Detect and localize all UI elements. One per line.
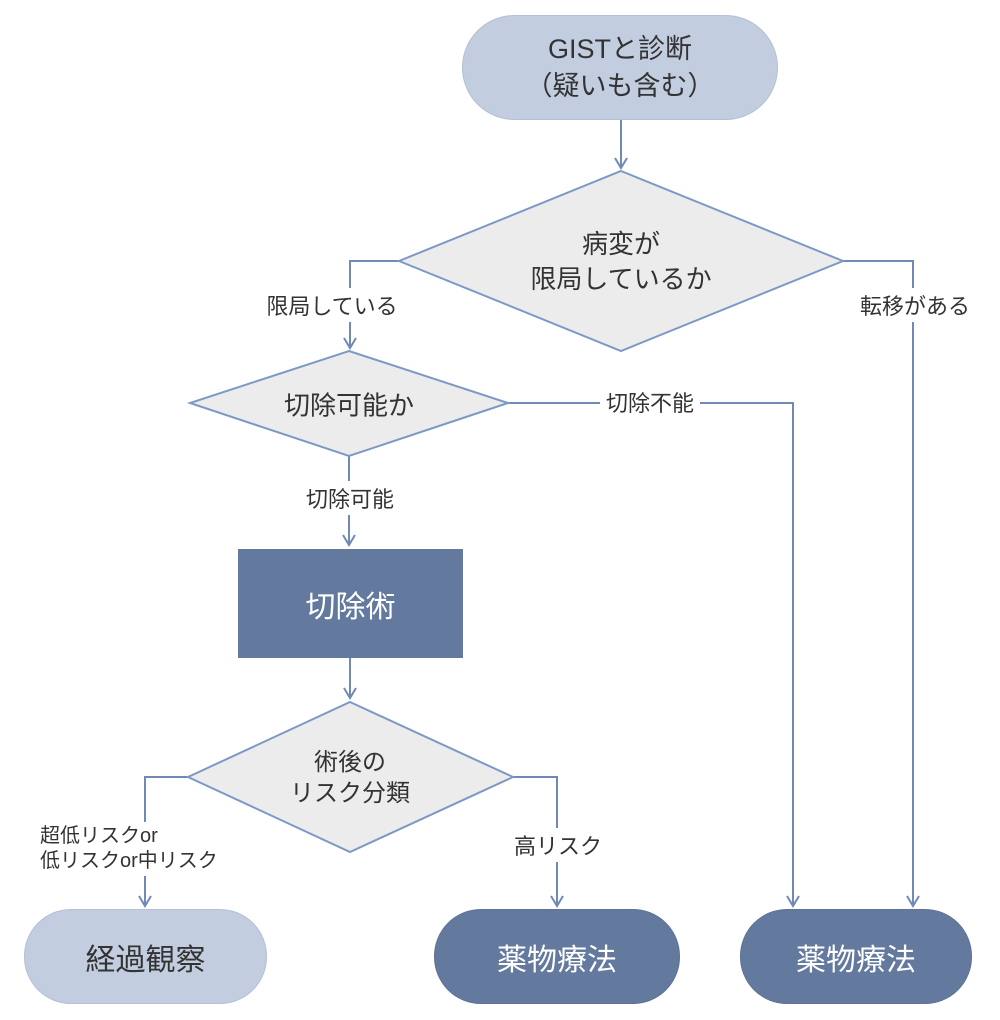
resection-node: 切除術 (238, 549, 463, 658)
start-node: GISTと診断 （疑いも含む） (462, 15, 778, 120)
edge-label-high-risk: 高リスク (507, 828, 609, 862)
decision-risk-diamond (185, 700, 516, 854)
edge-label-resectable: 切除可能 (299, 481, 401, 515)
edge-label-low-risk-line2: 低リスクor中リスク (40, 850, 218, 872)
edge-label-metastasis: 転移がある (853, 288, 977, 322)
decision-lesion-localized-diamond (396, 169, 846, 353)
edge-metastasis-path (843, 260, 920, 908)
drug-therapy-center-label: 薬物療法 (497, 943, 617, 977)
drug-therapy-right-node: 薬物療法 (740, 909, 972, 1004)
followup-node: 経過観察 (24, 909, 267, 1004)
followup-node-label: 経過観察 (85, 943, 206, 977)
decision-resectable-diamond (186, 349, 512, 458)
edge-label-low-risk-line1: 超低リスクor (40, 825, 158, 847)
drug-therapy-center-node: 薬物療法 (434, 909, 680, 1004)
edge-label-low-risk: 超低リスクor 低リスクor中リスク (36, 822, 222, 876)
start-node-line2: （疑いも含む） (525, 70, 715, 101)
edge-label-unresectable: 切除不能 (599, 385, 701, 419)
start-node-line1: GISTと診断 (547, 33, 692, 64)
drug-therapy-right-label: 薬物療法 (796, 943, 916, 977)
edge-high-risk-path (513, 776, 564, 908)
resection-node-label: 切除術 (305, 590, 396, 624)
edge-label-localized: 限局している (260, 288, 404, 322)
